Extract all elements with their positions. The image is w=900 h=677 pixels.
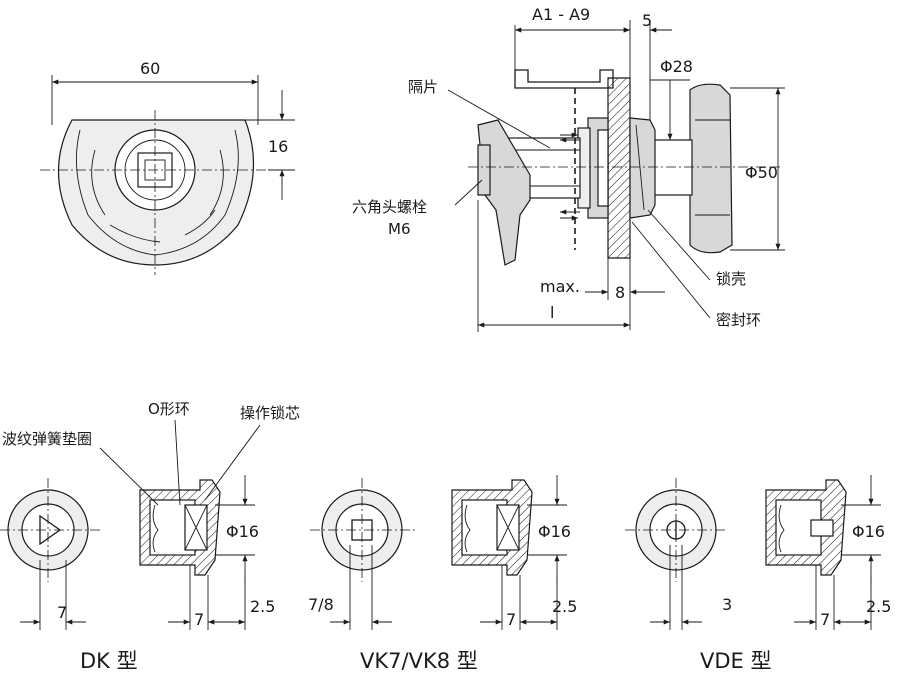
caption-vk: VK7/VK8 型 (360, 649, 478, 673)
vk-dim-7-8: 7/8 (308, 595, 334, 614)
label-seal-ring: 密封环 (716, 311, 761, 329)
vde-dim-7: 7 (820, 610, 830, 629)
vk-dim-7: 7 (506, 610, 516, 629)
label-wave-spring: 波纹弹簧垫圈 (2, 430, 92, 448)
dim-max: max. (540, 277, 580, 296)
dim-l: l (550, 303, 554, 322)
label-lock-core: 操作锁芯 (240, 404, 300, 422)
dim-5: 5 (642, 11, 652, 30)
dk-dim-7: 7 (57, 603, 67, 622)
dim-phi28: Φ28 (660, 57, 693, 76)
dim-8: 8 (615, 283, 625, 302)
caption-vde: VDE 型 (700, 649, 771, 673)
vde-dim-phi16: Φ16 (852, 522, 885, 541)
vde-dim-2-5: 2.5 (866, 597, 891, 616)
label-o-ring: O形环 (148, 400, 190, 418)
lock-side-view (447, 20, 785, 332)
variant-dk (0, 419, 261, 630)
variant-vk (310, 475, 567, 630)
vk-dim-2-5: 2.5 (552, 597, 577, 616)
caption-dk: DK 型 (80, 649, 138, 673)
label-hex-bolt: 六角头螺栓 (352, 198, 427, 216)
label-m6: M6 (388, 220, 411, 238)
label-spacer: 隔片 (408, 78, 438, 96)
dim-a1-a9: A1 - A9 (532, 5, 590, 24)
variant-vde (625, 475, 881, 630)
vde-dim-3: 3 (722, 595, 732, 614)
vk-dim-phi16: Φ16 (538, 522, 571, 541)
dk-dim-2-5: 2.5 (250, 597, 275, 616)
dim-phi50: Φ50 (745, 163, 778, 182)
handle-front-view (40, 75, 295, 275)
dk-dim-phi16: Φ16 (226, 522, 259, 541)
dim-16: 16 (268, 137, 288, 156)
dk-dim-7b: 7 (194, 610, 204, 629)
dim-60: 60 (140, 59, 160, 78)
label-lock-housing: 锁壳 (716, 270, 746, 288)
